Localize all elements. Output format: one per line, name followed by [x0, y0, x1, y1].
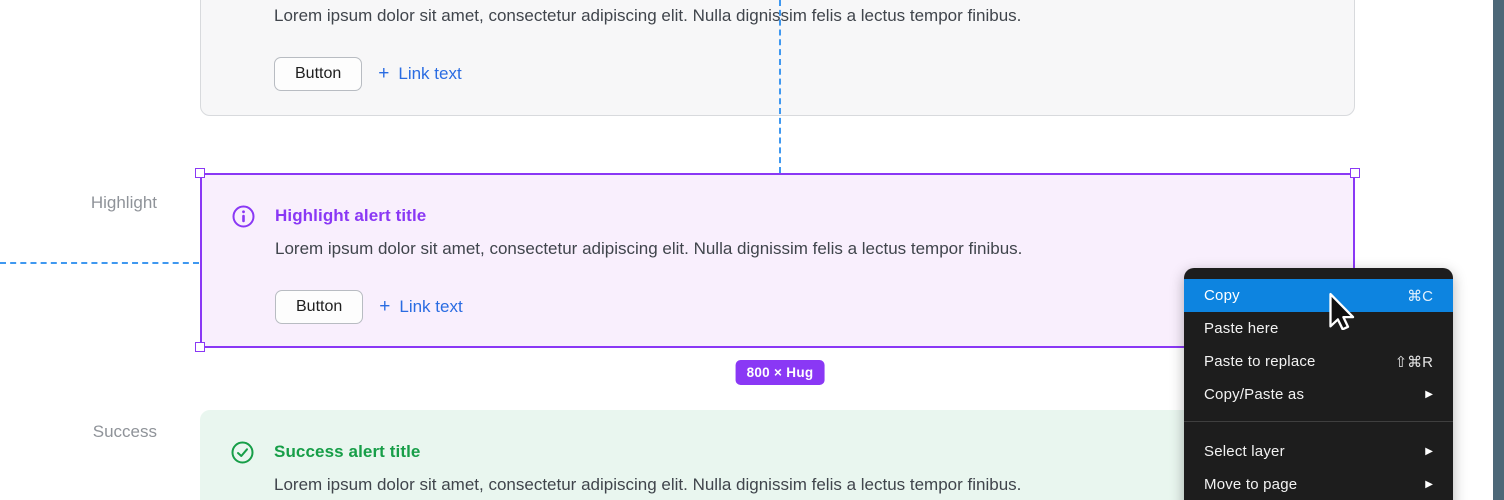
menu-item-select-layer[interactable]: Select layer ▶: [1184, 435, 1453, 468]
menu-divider: [1184, 421, 1453, 422]
menu-item-label: Move to page: [1204, 476, 1298, 493]
menu-item-label: Select layer: [1204, 443, 1285, 460]
right-edge-panel: [1493, 0, 1504, 500]
alert-button[interactable]: Button: [275, 290, 364, 324]
alert-title: Highlight alert title: [275, 206, 427, 225]
menu-item-copy[interactable]: Copy ⌘C: [1184, 279, 1453, 312]
alert-card-success[interactable]: Success alert title Lorem ipsum dolor si…: [200, 410, 1355, 500]
menu-item-label: Paste to replace: [1204, 353, 1316, 370]
alert-title: Success alert title: [274, 442, 421, 461]
submenu-arrow-icon: ▶: [1425, 479, 1433, 490]
alert-body-text: Lorem ipsum dolor sit amet, consectetur …: [274, 475, 1022, 494]
submenu-arrow-icon: ▶: [1425, 446, 1433, 457]
info-circle-icon: [232, 205, 255, 228]
alert-link[interactable]: + Link text: [379, 296, 462, 318]
menu-item-label: Paste here: [1204, 320, 1279, 337]
alert-card-default[interactable]: Lorem ipsum dolor sit amet, consectetur …: [200, 0, 1355, 116]
menu-shortcut: ⇧⌘R: [1394, 353, 1433, 371]
menu-item-copy-paste-as[interactable]: Copy/Paste as ▶: [1184, 378, 1453, 411]
check-circle-icon: [231, 441, 254, 464]
submenu-arrow-icon: ▶: [1425, 389, 1433, 400]
alert-button[interactable]: Button: [274, 57, 363, 91]
menu-shortcut: ⌘C: [1407, 287, 1433, 305]
menu-item-paste-to-replace[interactable]: Paste to replace ⇧⌘R: [1184, 345, 1453, 378]
canvas-label-highlight: Highlight: [90, 193, 157, 212]
canvas-label-success: Success: [92, 422, 157, 441]
alert-body-text: Lorem ipsum dolor sit amet, consectetur …: [275, 239, 1023, 258]
selection-handle-top-left[interactable]: [195, 168, 205, 178]
horizontal-alignment-guide: [0, 262, 199, 264]
alert-body-text: Lorem ipsum dolor sit amet, consectetur …: [274, 6, 1022, 25]
alert-card-highlight[interactable]: Highlight alert title Lorem ipsum dolor …: [200, 173, 1355, 348]
alert-link[interactable]: + Link text: [378, 63, 461, 85]
selection-handle-bottom-left[interactable]: [195, 342, 205, 352]
link-label: Link text: [399, 297, 463, 316]
menu-item-move-to-page[interactable]: Move to page ▶: [1184, 468, 1453, 500]
menu-item-label: Copy/Paste as: [1204, 386, 1305, 403]
link-label: Link text: [398, 64, 462, 83]
plus-icon: +: [379, 296, 391, 317]
selection-handle-top-right[interactable]: [1350, 168, 1360, 178]
vertical-alignment-guide: [779, 0, 781, 173]
cursor-arrow-icon: [1329, 292, 1355, 335]
selection-size-badge: 800 × Hug: [735, 360, 825, 385]
menu-item-label: Copy: [1204, 287, 1240, 304]
plus-icon: +: [378, 63, 390, 84]
menu-item-paste-here[interactable]: Paste here: [1184, 312, 1453, 345]
